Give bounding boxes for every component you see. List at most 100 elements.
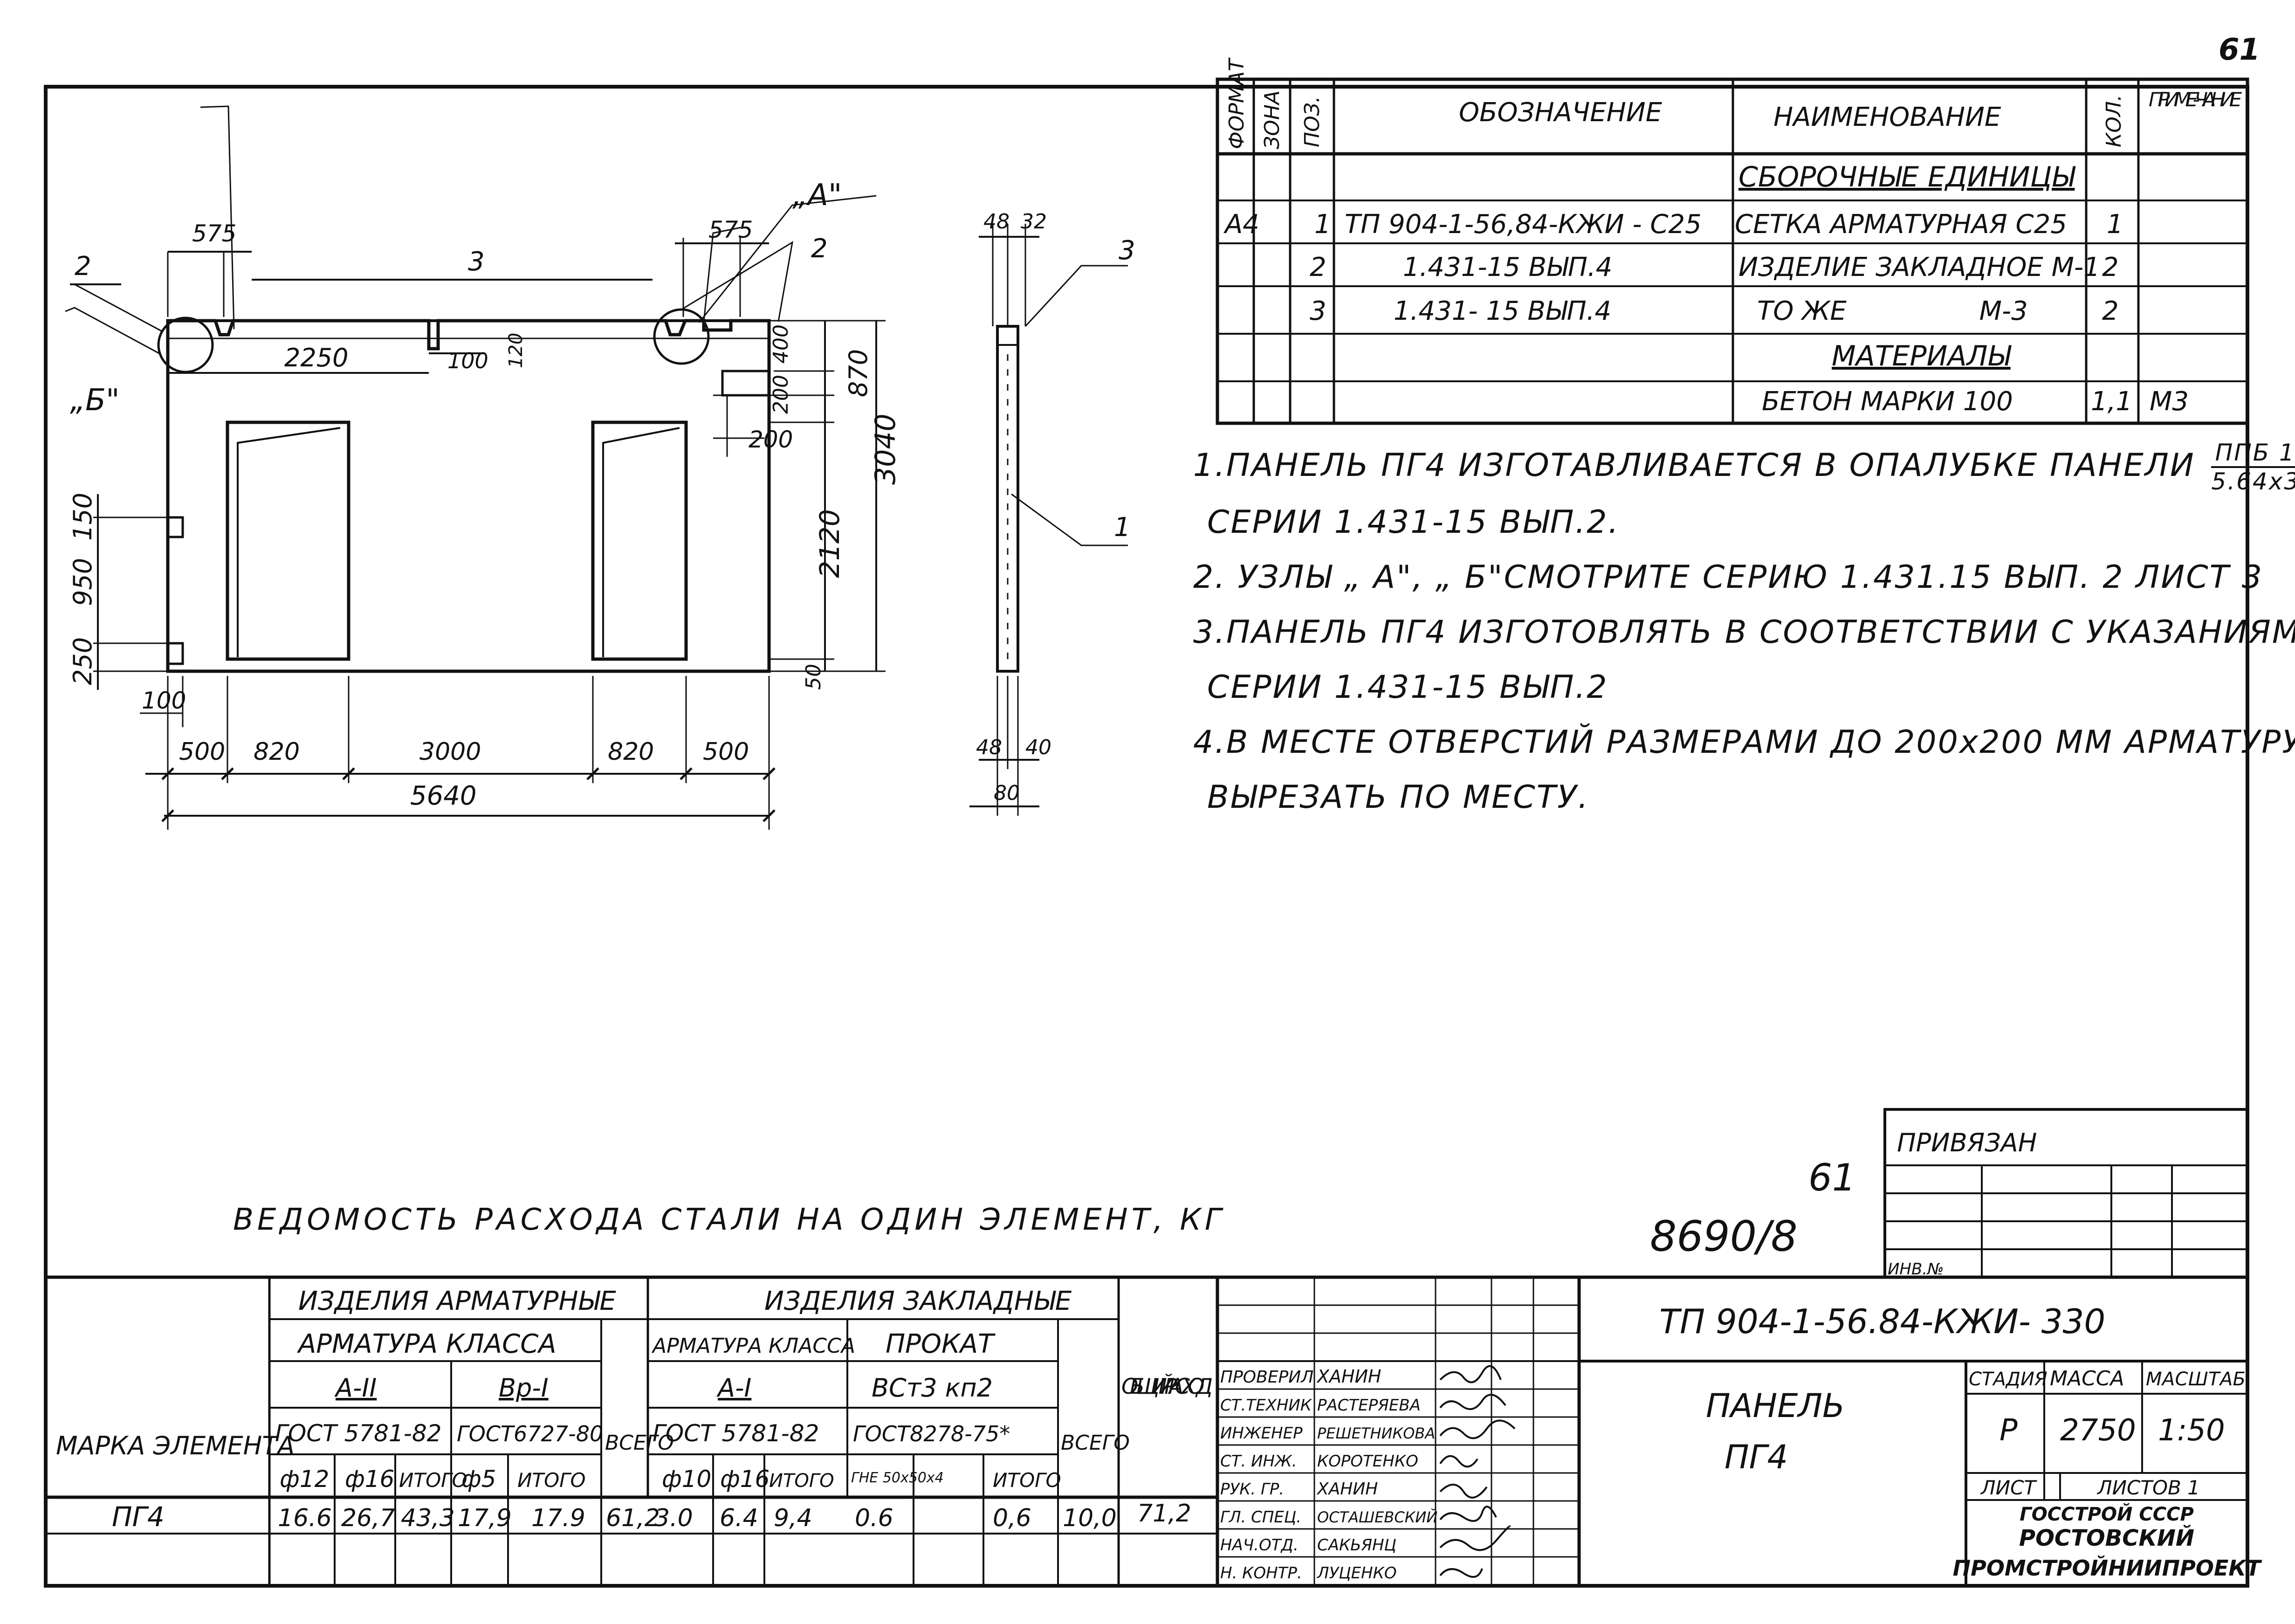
steel-class-a2: А-ІІ bbox=[334, 1373, 377, 1403]
stamp-scale: 1:50 bbox=[2158, 1413, 2225, 1448]
person-name-0: ХАНИН bbox=[1316, 1366, 1381, 1387]
stamp-inv: ИНВ.№ bbox=[1888, 1260, 1944, 1279]
dim-400: 400 bbox=[769, 324, 793, 364]
steel-total1: ВСЕГО bbox=[605, 1431, 674, 1455]
steel-val-3: 17,9 bbox=[458, 1504, 512, 1532]
side-pos-3-label: 3 bbox=[1119, 235, 1135, 266]
steel-gost-rolled: ГОСТ8278-75* bbox=[853, 1421, 1010, 1446]
dim-5640: 5640 bbox=[410, 781, 477, 811]
person-role-3: СТ. ИНЖ. bbox=[1220, 1452, 1297, 1471]
person-name-3: КОРОТЕНКО bbox=[1317, 1452, 1418, 1471]
stamp-title2: ПГ4 bbox=[1725, 1438, 1788, 1476]
side-dim-32: 32 bbox=[1021, 210, 1047, 234]
person-name-2: РЕШЕТНИКОВА bbox=[1317, 1424, 1435, 1442]
person-role-5: ГЛ. СПЕЦ. bbox=[1220, 1508, 1301, 1527]
note-2: 2. УЗЛЫ „ А", „ Б"СМОТРИТЕ СЕРИЮ 1.431.1… bbox=[1193, 559, 2263, 596]
person-name-5: ОСТАШЕВСКИЙ bbox=[1317, 1508, 1437, 1526]
pos-3-label: 3 bbox=[468, 247, 485, 277]
steel-col-d16-a1: ф16 bbox=[720, 1466, 770, 1493]
note-3: 3.ПАНЕЛЬ ПГ4 ИЗГОТОВЛЯТЬ В СООТВЕТСТВИИ … bbox=[1193, 614, 2295, 651]
stamp-org3: ПРОМСТРОЙНИИПРОЕКТ bbox=[1953, 1555, 2262, 1581]
spec-section-assembly: СБОРОЧНЫЕ ЕДИНИЦЫ bbox=[1738, 161, 2076, 193]
node-a-circle bbox=[653, 308, 710, 365]
note-4-cont: ВЫРЕЗАТЬ ПО МЕСТУ. bbox=[1207, 779, 1590, 816]
steel-mark-header: МАРКА ЭЛЕМЕНТА bbox=[56, 1431, 295, 1460]
node-b-label: „Б" bbox=[70, 383, 120, 418]
stamp-linked: ПРИВЯЗАН bbox=[1897, 1128, 2037, 1157]
spec-material-name: БЕТОН МАРКИ 100 bbox=[1762, 386, 2013, 417]
sheet-number: 61 bbox=[2219, 33, 2261, 67]
steel-val-12: 71,2 bbox=[1137, 1500, 1191, 1528]
spec-row1-pos: 1 bbox=[1314, 209, 1331, 240]
spec-header-pos: ПОЗ. bbox=[1300, 96, 1324, 147]
steel-val-11: 10,0 bbox=[1063, 1504, 1117, 1532]
steel-col-angle: ГНЕ 50х50х4 bbox=[851, 1470, 944, 1486]
steel-val-0: 16.6 bbox=[278, 1504, 332, 1532]
steel-col-d10: ф10 bbox=[662, 1466, 711, 1493]
spec-row1-format: А4 bbox=[1223, 209, 1259, 240]
person-role-2: ИНЖЕНЕР bbox=[1220, 1424, 1303, 1443]
person-name-1: РАСТЕРЯЕВА bbox=[1317, 1396, 1421, 1415]
stamp-mass-header: МАССА bbox=[2050, 1367, 2124, 1390]
steel-val-5: 61,2 bbox=[606, 1504, 660, 1532]
side-dim-48-top: 48 bbox=[983, 210, 1010, 234]
person-role-0: ПРОВЕРИЛ bbox=[1220, 1368, 1313, 1387]
stamp-org1: ГОССТРОЙ СССР bbox=[2020, 1503, 2194, 1525]
steel-col-total-a2: ИТОГО bbox=[399, 1469, 467, 1492]
note-1-text: 1.ПАНЕЛЬ ПГ4 ИЗГОТАВЛИВАЕТСЯ В ОПАЛУБКЕ … bbox=[1193, 447, 2195, 484]
note-1-fraction-den: 5.64x3.04 bbox=[2211, 468, 2295, 495]
steel-col-total-a1: ИТОГО bbox=[769, 1470, 834, 1492]
spec-row1-qty: 1 bbox=[2107, 209, 2123, 240]
stamp-title1: ПАНЕЛЬ bbox=[1706, 1387, 1845, 1425]
steel-gost-a1: ГОСТ 5781-82 bbox=[653, 1420, 819, 1447]
steel-caption: ВЕДОМОСТЬ РАСХОДА СТАЛИ НА ОДИН ЭЛЕМЕНТ,… bbox=[233, 1203, 1225, 1237]
stamp-sheets-header: ЛИСТОВ 1 bbox=[2096, 1476, 2200, 1499]
steel-group1: ИЗДЕЛИЯ АРМАТУРНЫЕ bbox=[298, 1286, 616, 1316]
note-1: 1.ПАНЕЛЬ ПГ4 ИЗГОТАВЛИВАЕТСЯ В ОПАЛУБКЕ … bbox=[1193, 438, 2295, 495]
side-pos-1-label: 1 bbox=[1114, 512, 1131, 543]
steel-grade: ВСт3 кп2 bbox=[872, 1373, 993, 1403]
side-dim-80: 80 bbox=[994, 781, 1020, 805]
spec-row2-qty: 2 bbox=[2102, 252, 2119, 282]
node-a-label: „А" bbox=[792, 178, 842, 213]
spec-header-note: ПРИМЕ-ЧАНИЕ bbox=[2149, 88, 2242, 111]
pos-2-label: 2 bbox=[811, 234, 828, 264]
dim-200-b: 200 bbox=[749, 426, 793, 453]
dim-2250: 2250 bbox=[284, 343, 348, 372]
steel-val-10: 0,6 bbox=[993, 1504, 1031, 1532]
steel-val-1: 26,7 bbox=[341, 1504, 395, 1532]
dim-250: 250 bbox=[68, 637, 97, 685]
stamp-scale-header: МАСШТАБ bbox=[2146, 1369, 2246, 1390]
stamp-org2: РОСТОВСКИЙ bbox=[2019, 1525, 2194, 1551]
spec-row1-name: СЕТКА АРМАТУРНАЯ С25 bbox=[1735, 209, 2067, 240]
person-role-7: Н. КОНТР. bbox=[1220, 1564, 1302, 1583]
person-role-6: НАЧ.ОТД. bbox=[1220, 1536, 1299, 1555]
side-dim-40: 40 bbox=[1025, 736, 1051, 759]
dim-500-right: 500 bbox=[703, 738, 749, 766]
spec-row2-designation: 1.431-15 ВЫП.4 bbox=[1403, 252, 1612, 282]
pos-2-left-label: 2 bbox=[75, 251, 91, 282]
steel-row-mark: ПГ4 bbox=[112, 1501, 165, 1533]
person-name-6: САКЬЯНЦ bbox=[1317, 1536, 1396, 1555]
dim-820-left: 820 bbox=[254, 738, 300, 766]
note-1-cont: СЕРИИ 1.431-15 ВЫП.2. bbox=[1207, 504, 1620, 541]
steel-class-bp1: Вр-І bbox=[499, 1373, 549, 1403]
panel-elevation bbox=[65, 105, 886, 830]
dim-150: 150 bbox=[68, 493, 97, 541]
spec-material-note: М3 bbox=[2150, 386, 2189, 417]
note-1-fraction-num: ППБ 1-24 bbox=[2211, 439, 2295, 468]
stamp-mass: 2750 bbox=[2060, 1413, 2136, 1448]
dim-870: 870 bbox=[844, 349, 873, 397]
steel-table bbox=[46, 1275, 1219, 1586]
panel-side-section bbox=[969, 224, 1128, 816]
dim-3040: 3040 bbox=[869, 413, 902, 485]
dim-820-right: 820 bbox=[608, 738, 654, 766]
person-name-7: ЛУЦЕНКО bbox=[1316, 1564, 1397, 1583]
signatures bbox=[1439, 1365, 1516, 1578]
dim-2120: 2120 bbox=[814, 509, 845, 578]
stamp-sheet-header: ЛИСТ bbox=[1980, 1476, 2037, 1499]
general-notes: 1.ПАНЕЛЬ ПГ4 ИЗГОТАВЛИВАЕТСЯ В ОПАЛУБКЕ … bbox=[1193, 438, 2295, 825]
steel-col-total-bp1: ИТОГО bbox=[517, 1469, 586, 1492]
dim-950: 950 bbox=[68, 558, 97, 606]
spec-header-format: ФОРМАТ bbox=[1225, 57, 1249, 149]
